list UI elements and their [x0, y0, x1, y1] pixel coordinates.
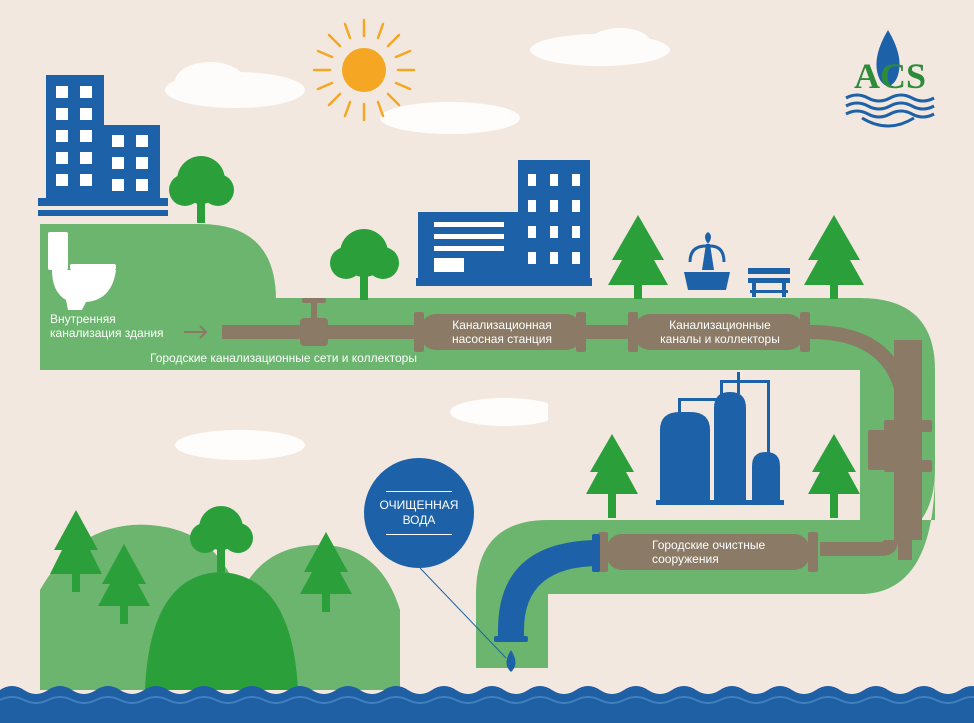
fir-tree-icon — [50, 510, 102, 592]
clouds — [165, 28, 670, 460]
riser-pipe — [874, 340, 932, 540]
lower-pipe — [598, 532, 818, 572]
valve-icon — [300, 298, 328, 346]
flow-arrow-icon — [184, 325, 208, 339]
tree-icon — [330, 229, 399, 300]
fir-tree-icon — [586, 434, 638, 518]
label-city-sewer-networks: Городские канализационные сети и коллект… — [150, 351, 417, 365]
water-waves — [0, 686, 974, 723]
toilet-icon — [48, 232, 116, 310]
fir-tree-icon — [804, 215, 864, 299]
acs-logo-text: ACS — [854, 56, 926, 96]
label-treatment-plant: Городские очистные сооружения — [652, 538, 766, 566]
fountain-icon — [684, 232, 730, 290]
fir-tree-icon — [608, 215, 668, 299]
office-building-icon — [38, 75, 168, 216]
treated-water-badge: ОЧИЩЕННАЯ ВОДА — [364, 458, 474, 568]
fir-tree-icon — [98, 544, 150, 624]
badge-rule-bottom — [386, 534, 452, 535]
outflow-pipe — [494, 534, 600, 642]
sun-icon — [312, 18, 416, 122]
label-pumping-station: Канализационная насосная станция — [452, 318, 552, 346]
fir-tree-icon — [300, 532, 352, 612]
water-drop-icon — [506, 650, 516, 672]
acs-logo: ACS — [845, 30, 935, 128]
tree-icon — [190, 506, 253, 572]
pointer-line — [419, 567, 507, 659]
label-building-internal-sewer: Внутренняя канализация здания — [50, 312, 164, 340]
tree-icon — [169, 156, 234, 223]
treated-water-label: ОЧИЩЕННАЯ ВОДА — [379, 498, 459, 527]
fir-tree-icon — [808, 434, 860, 518]
label-sewer-channels: Канализационные каналы и коллекторы — [660, 318, 780, 346]
bench-icon — [748, 268, 790, 297]
pumping-station-building-icon — [416, 160, 592, 286]
badge-rule-top — [386, 491, 452, 492]
treatment-plant-icon — [656, 372, 784, 505]
